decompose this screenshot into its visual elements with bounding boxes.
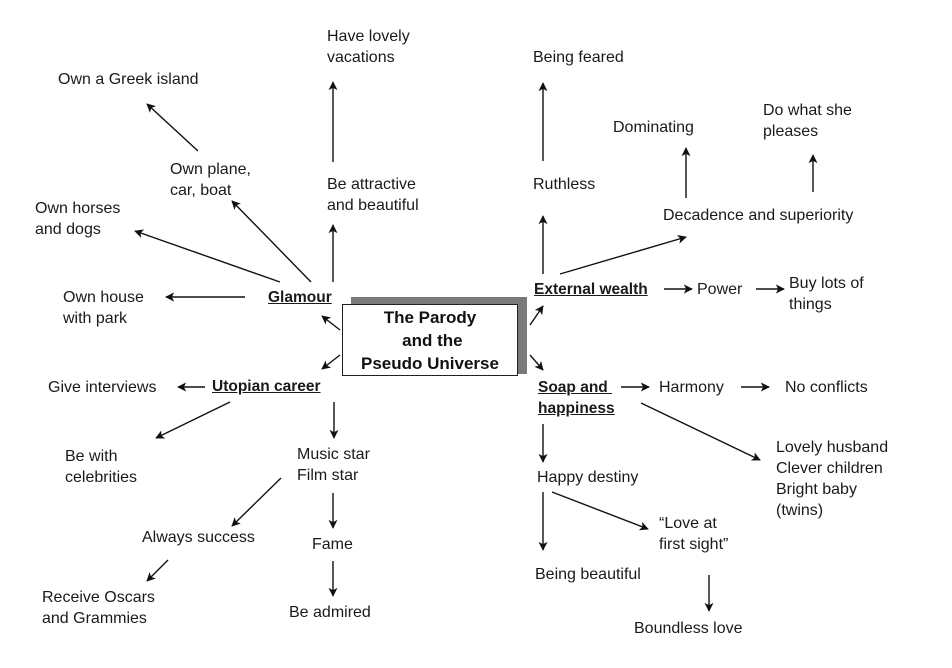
hub-glamour: Glamour xyxy=(268,289,332,306)
arrow-center-to-external-wealth xyxy=(529,305,544,326)
arrow-glamour-to-horses-dogs xyxy=(134,229,281,283)
arrow-external-wealth-to-decadence xyxy=(559,234,687,275)
node-do-what-she-pleases: Do what she pleases xyxy=(763,102,852,140)
central-topic-title: The Parody and the Pseudo Universe xyxy=(361,307,499,373)
central-topic-box: The Parody and the Pseudo Universe xyxy=(342,304,518,376)
node-happy-destiny: Happy destiny xyxy=(537,469,639,486)
node-power: Power xyxy=(697,281,743,298)
node-being-beautiful: Being beautiful xyxy=(535,566,641,583)
node-harmony: Harmony xyxy=(659,379,724,396)
arrow-glamour-to-plane-car-boat xyxy=(231,200,312,283)
arrow-utopian-career-to-celebrities xyxy=(155,401,231,439)
node-greek-island: Own a Greek island xyxy=(58,71,199,88)
arrow-center-to-utopian-career xyxy=(321,354,341,370)
node-horses-dogs: Own horses and dogs xyxy=(35,200,121,238)
node-music-film: Music star Film star xyxy=(297,446,370,484)
node-always-success: Always success xyxy=(142,529,255,546)
arrow-soap-to-family xyxy=(640,402,761,461)
node-feared: Being feared xyxy=(533,49,624,66)
node-family: Lovely husband Clever children Bright ba… xyxy=(776,439,889,519)
hub-soap-and-happiness: Soap and happiness xyxy=(538,379,615,417)
node-attractive: Be attractive and beautiful xyxy=(327,176,419,214)
arrow-happy-destiny-to-love-first-sight xyxy=(551,491,649,531)
node-no-conflicts: No conflicts xyxy=(785,379,868,396)
node-fame: Fame xyxy=(312,536,353,553)
node-plane-car-boat: Own plane, car, boat xyxy=(170,161,251,199)
node-house-park: Own house with park xyxy=(63,289,144,327)
hub-utopian-career: Utopian career xyxy=(212,378,321,395)
hub-external-wealth: External wealth xyxy=(534,281,648,298)
arrow-music-film-to-always-success xyxy=(231,477,282,527)
node-love-first-sight: “Love at first sight” xyxy=(659,515,729,553)
node-boundless-love: Boundless love xyxy=(634,620,743,637)
node-oscars: Receive Oscars and Grammies xyxy=(42,589,155,627)
node-buy-things: Buy lots of things xyxy=(789,275,864,313)
arrow-plane-car-boat-to-greek-island xyxy=(146,103,199,152)
arrow-center-to-soap xyxy=(529,354,544,371)
arrow-center-to-glamour xyxy=(321,315,341,331)
node-ruthless: Ruthless xyxy=(533,176,596,193)
node-interviews: Give interviews xyxy=(48,379,157,396)
node-dominating: Dominating xyxy=(613,119,694,136)
node-vacations: Have lovely vacations xyxy=(327,28,410,66)
arrow-always-success-to-oscars xyxy=(146,559,169,582)
node-admired: Be admired xyxy=(289,604,371,621)
node-celebrities: Be with celebrities xyxy=(65,448,138,486)
node-decadence: Decadence and superiority xyxy=(663,207,854,224)
